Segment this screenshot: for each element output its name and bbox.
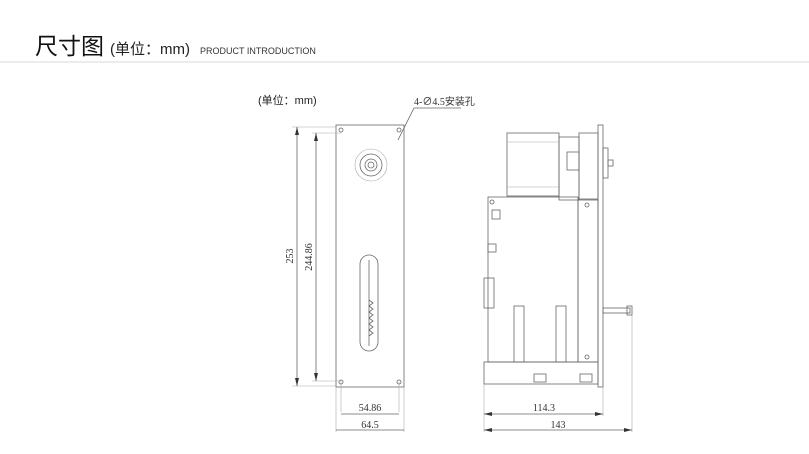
hole-leader: [397, 107, 461, 141]
hole-note: 4-∅4.5安装孔: [414, 95, 475, 108]
dim-height-holes: 244.86: [304, 243, 315, 271]
drawing-unit-label: (单位：mm): [258, 93, 317, 107]
page-subtitle: PRODUCT INTRODUCTION: [199, 46, 316, 56]
dim-width-total: 64.5: [361, 420, 379, 431]
front-horizontal-dimensions: 54.86 64.5: [335, 382, 405, 432]
vertical-dimensions: 253 244.86: [285, 126, 341, 387]
dim-height-total: 253: [285, 249, 296, 264]
side-horizontal-dimensions: 114.3 143: [483, 315, 633, 432]
side-view: [483, 124, 633, 388]
dim-depth-total: 143: [551, 420, 566, 431]
page-header: 尺寸图 (单位：mm) PRODUCT INTRODUCTION: [35, 27, 316, 61]
page-title: 尺寸图: [35, 33, 104, 59]
front-view: [335, 124, 405, 388]
dim-depth-body: 114.3: [533, 403, 555, 414]
header-divider: [0, 61, 809, 63]
unit-label: (单位：mm): [110, 41, 190, 58]
dim-width-holes: 54.86: [359, 403, 382, 414]
